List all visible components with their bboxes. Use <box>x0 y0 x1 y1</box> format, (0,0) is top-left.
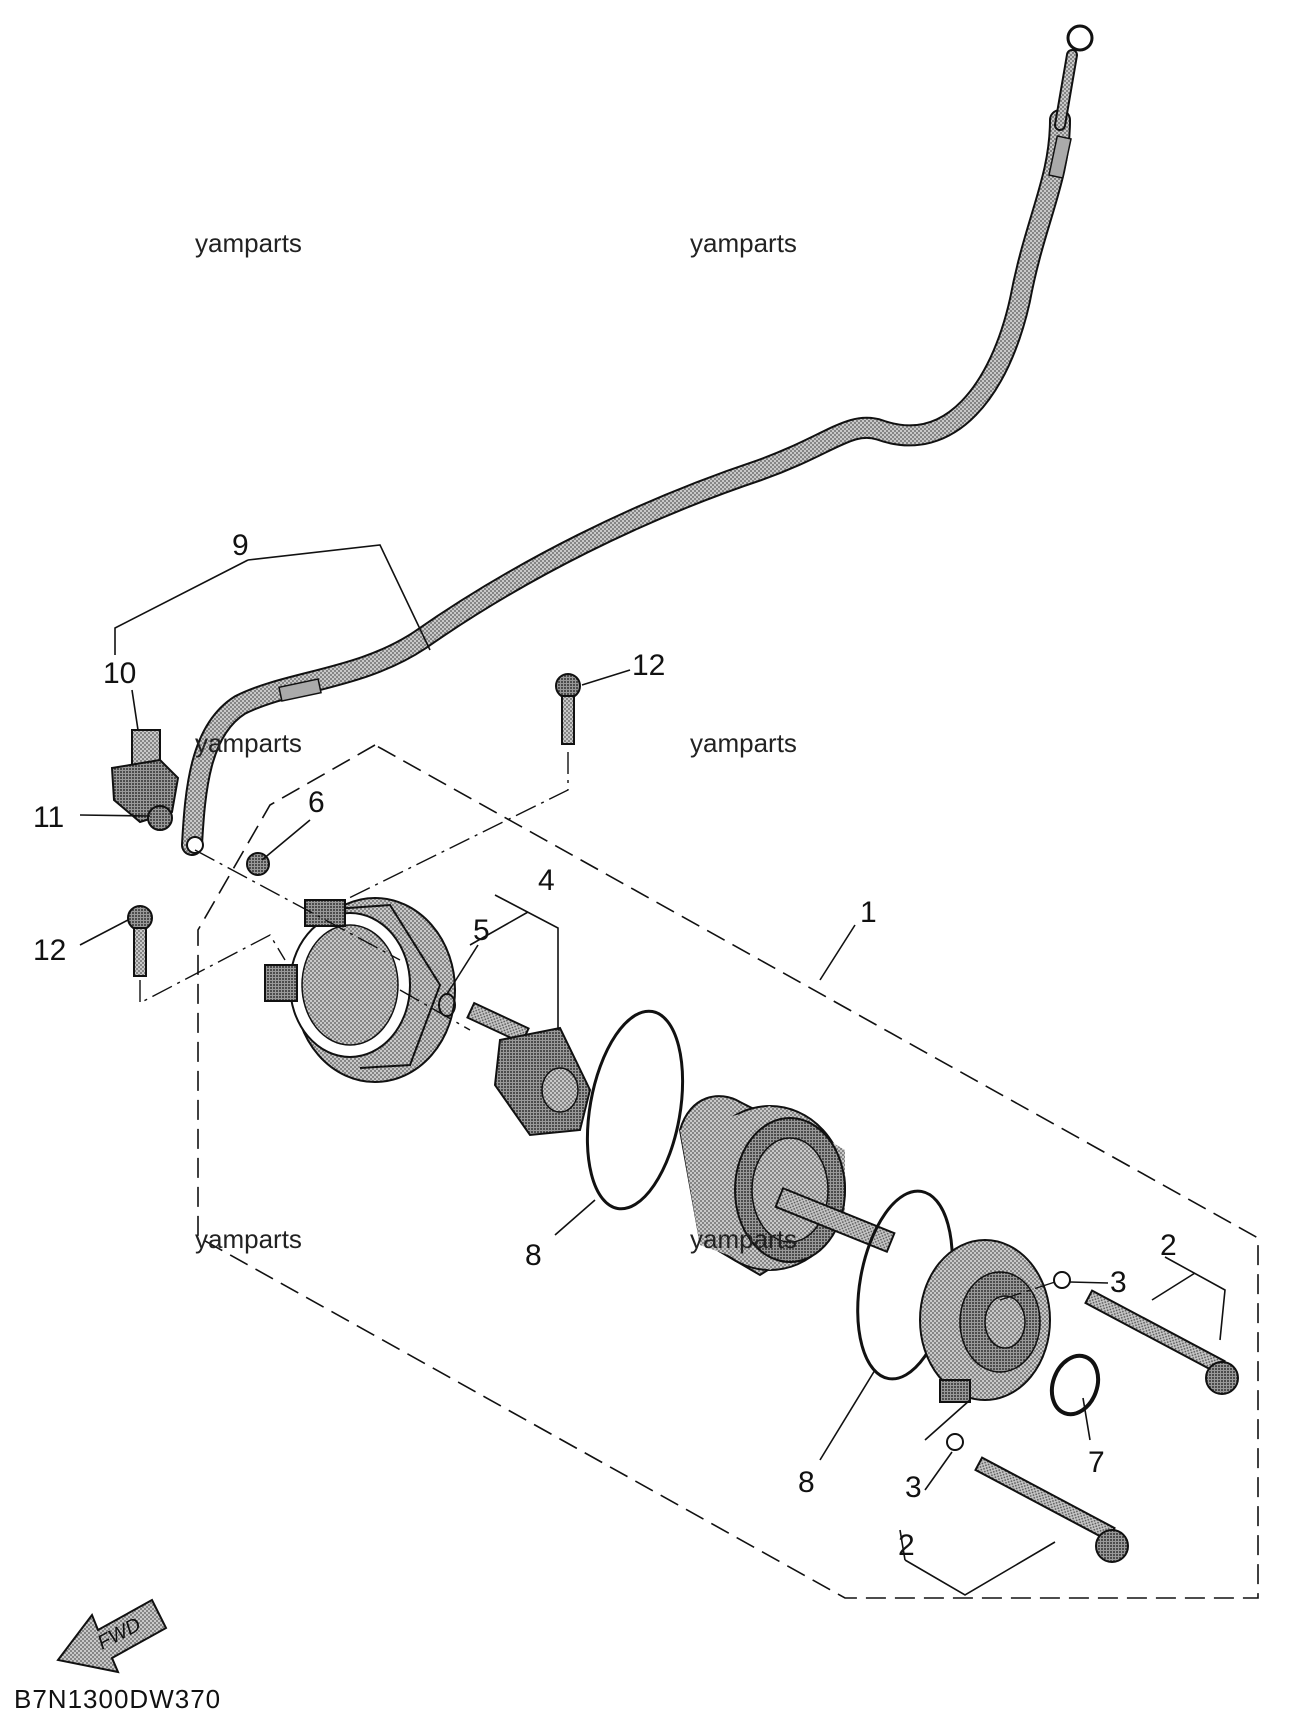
leader-3b <box>924 1451 953 1491</box>
callout-8: 8 <box>525 1239 542 1272</box>
through-bolt-upper <box>1084 1289 1239 1395</box>
leader-8a <box>554 1199 596 1236</box>
callout-12: 12 <box>632 649 665 682</box>
watermark: yamparts <box>195 728 302 758</box>
o-ring-bolt-lower <box>946 1433 964 1451</box>
leader-9-branch <box>247 544 431 651</box>
watermark: yamparts <box>690 1224 797 1254</box>
starter-yoke <box>678 1095 896 1277</box>
bolt-upper <box>555 673 581 745</box>
axis-terminal <box>194 849 401 961</box>
assembly-outline <box>197 744 1259 1599</box>
o-ring-bolt-upper <box>1053 1271 1071 1289</box>
callout-2: 2 <box>1160 1229 1177 1262</box>
axis-shaft <box>399 989 471 1031</box>
watermark: yamparts <box>690 728 797 758</box>
leader-6 <box>261 819 311 861</box>
rear-cover <box>264 897 456 1083</box>
callout-1: 1 <box>860 896 877 929</box>
callout-4: 4 <box>538 864 555 897</box>
callout-8: 8 <box>798 1466 815 1499</box>
watermark: yamparts <box>195 228 302 258</box>
leader-10 <box>131 689 139 731</box>
callout-3: 3 <box>905 1471 922 1504</box>
watermark: yamparts <box>690 228 797 258</box>
nut <box>147 805 173 831</box>
callout-12: 12 <box>33 934 66 967</box>
front-cover <box>919 1239 1051 1403</box>
leader-4 <box>494 894 559 1030</box>
leader-2a-branch <box>1151 1272 1196 1301</box>
through-bolt-lower <box>974 1456 1129 1563</box>
leader-2a <box>1164 1256 1226 1341</box>
leader-front-connector <box>924 1399 971 1441</box>
callout-10: 10 <box>103 657 136 690</box>
leader-11 <box>79 814 151 817</box>
starter-cable <box>181 24 1094 856</box>
leader-9 <box>114 559 249 655</box>
leader-12a <box>581 669 631 686</box>
diagram-code: B7N1300DW370 <box>14 1684 221 1714</box>
callout-7: 7 <box>1088 1446 1105 1479</box>
callout-5: 5 <box>473 914 490 947</box>
leader-2b-branch <box>899 1529 906 1561</box>
watermark: yamparts <box>195 1224 302 1254</box>
axis-upper-bolt <box>344 752 569 901</box>
fwd-arrow-icon: FWD <box>56 1598 168 1674</box>
leader-4-branch <box>469 911 529 946</box>
leader-8b <box>819 1369 876 1461</box>
axis-front-bolts <box>999 1281 1056 1301</box>
callout-3: 3 <box>1110 1266 1127 1299</box>
leader-5 <box>446 944 479 995</box>
o-ring-front <box>1049 1353 1101 1417</box>
leader-2b <box>904 1541 1056 1596</box>
o-ring-large-left <box>585 1009 685 1211</box>
callout-2: 2 <box>898 1529 915 1562</box>
callout-9: 9 <box>232 529 249 562</box>
leader-12b <box>79 919 129 946</box>
axis-lower-bolt <box>139 934 286 1005</box>
leader-3a <box>1069 1281 1109 1284</box>
leader-1 <box>819 924 856 981</box>
callout-6: 6 <box>308 786 325 819</box>
callout-11: 11 <box>33 801 64 834</box>
brush-holder <box>466 1001 592 1137</box>
leader-7 <box>1082 1397 1091 1441</box>
bolt-lower <box>127 905 153 977</box>
